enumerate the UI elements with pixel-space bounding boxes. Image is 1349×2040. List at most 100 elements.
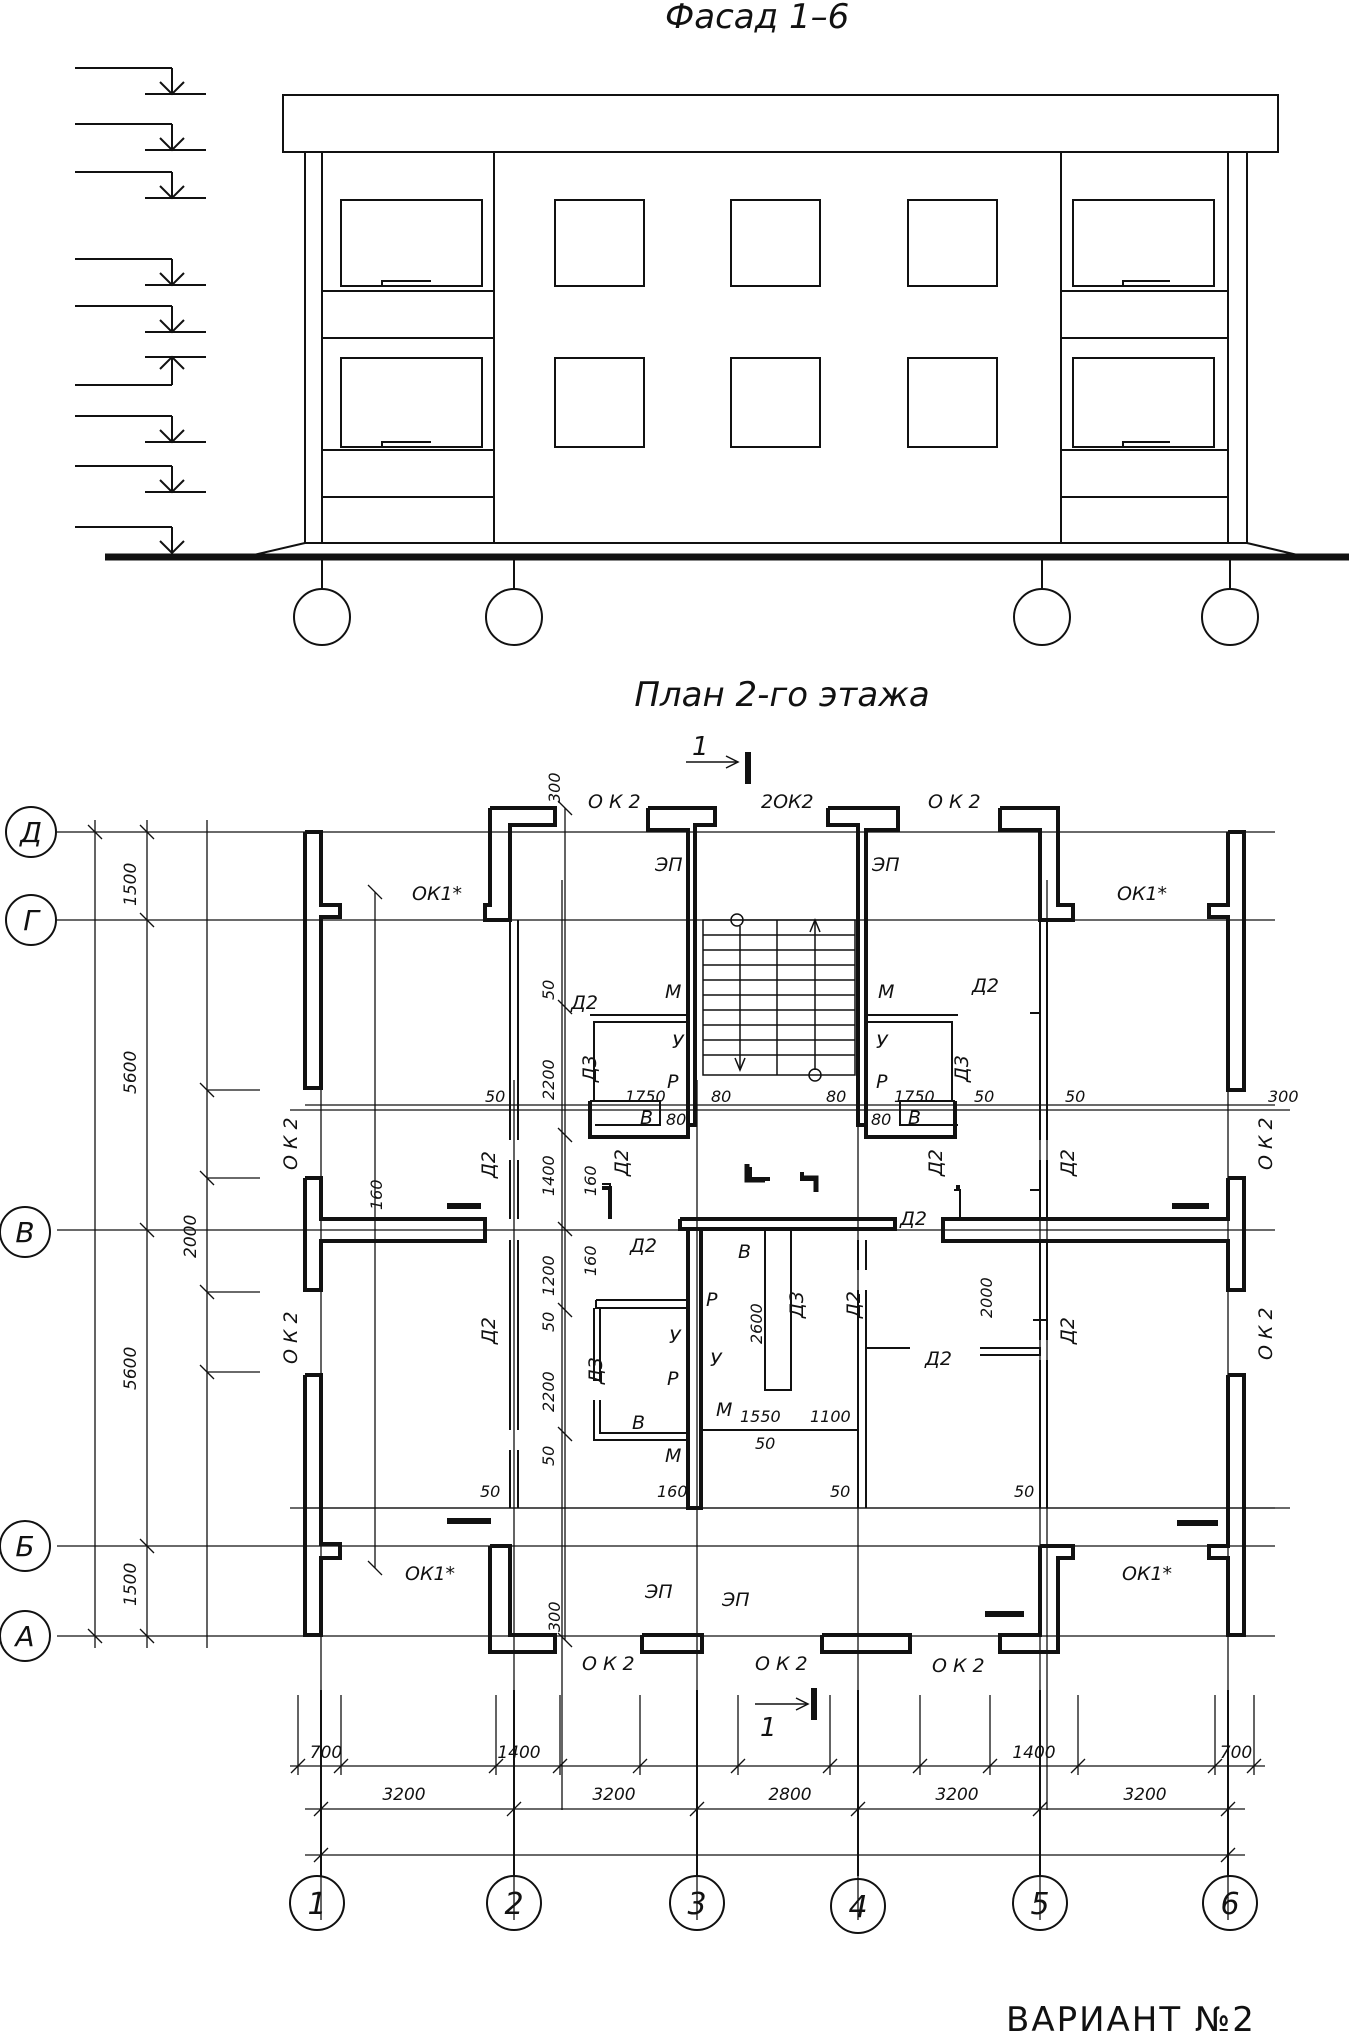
plan-walls xyxy=(303,806,1246,1654)
facade-level-marks xyxy=(75,67,206,555)
svg-text:4: 4 xyxy=(848,1890,867,1925)
svg-text:3200: 3200 xyxy=(1123,1785,1166,1805)
svg-text:1200: 1200 xyxy=(539,1255,558,1296)
svg-text:Д3: Д3 xyxy=(579,1055,601,1083)
section-cut-marks xyxy=(686,752,817,1720)
svg-text:1100: 1100 xyxy=(810,1407,851,1426)
svg-text:М: М xyxy=(665,1445,681,1467)
svg-text:М: М xyxy=(665,981,681,1003)
svg-text:Д3: Д3 xyxy=(951,1055,973,1083)
svg-text:Д3: Д3 xyxy=(786,1291,808,1319)
svg-text:Г: Г xyxy=(23,904,41,937)
svg-text:О К 2: О К 2 xyxy=(1255,1307,1277,1360)
svg-text:1400: 1400 xyxy=(539,1155,558,1196)
svg-text:В: В xyxy=(632,1412,645,1434)
facade-title: Фасад 1–6 xyxy=(665,0,849,37)
svg-text:50: 50 xyxy=(480,1482,500,1501)
svg-text:У: У xyxy=(669,1326,682,1348)
svg-text:Д2: Д2 xyxy=(925,1149,947,1177)
svg-text:М: М xyxy=(878,981,894,1003)
svg-text:2200: 2200 xyxy=(539,1371,558,1412)
svg-text:ОК1*: ОК1* xyxy=(1122,1563,1172,1585)
left-dimension-texts: 1500 5600 2000 5600 1500 xyxy=(121,863,201,1606)
plan-partitions xyxy=(509,920,1048,1508)
svg-text:В: В xyxy=(908,1107,921,1129)
svg-text:ОК1*: ОК1* xyxy=(1117,883,1167,905)
svg-text:Д3: Д3 xyxy=(585,1357,607,1385)
svg-text:50: 50 xyxy=(755,1434,775,1453)
svg-text:Р: Р xyxy=(667,1071,679,1093)
svg-text:300: 300 xyxy=(1268,1087,1299,1106)
svg-text:Д2: Д2 xyxy=(843,1291,865,1319)
svg-text:В: В xyxy=(738,1241,751,1263)
svg-text:О К 2: О К 2 xyxy=(588,791,641,813)
svg-text:50: 50 xyxy=(539,980,558,1000)
svg-text:5600: 5600 xyxy=(121,1347,141,1390)
facade-drawing: Фасад 1–6 xyxy=(75,0,1349,646)
row-axis-markers xyxy=(0,806,57,1662)
svg-text:700: 700 xyxy=(310,1743,342,1763)
axis-bubble-row-G xyxy=(5,894,57,946)
svg-text:В: В xyxy=(640,1107,653,1129)
svg-text:160: 160 xyxy=(581,1245,600,1276)
svg-text:Д2: Д2 xyxy=(611,1149,633,1177)
roof-slab xyxy=(282,94,1279,153)
svg-text:2000: 2000 xyxy=(977,1277,996,1318)
variant-label: ВАРИАНТ №2 xyxy=(1006,2000,1256,2040)
row-axis-labels: Д Г В Б А xyxy=(13,816,42,1653)
plan-labels: О К 2 2ОК2 О К 2 ОК1* ОК1* ЭП ЭП М У Р В… xyxy=(280,791,1277,1677)
svg-text:3200: 3200 xyxy=(382,1785,425,1805)
svg-text:1400: 1400 xyxy=(497,1743,540,1763)
svg-text:6: 6 xyxy=(1220,1887,1239,1922)
svg-text:1500: 1500 xyxy=(121,863,141,906)
bottom-dimension-texts: 700 1400 1400 700 3200 3200 2800 3200 32… xyxy=(310,1743,1252,1805)
svg-text:80: 80 xyxy=(711,1087,731,1106)
svg-text:А: А xyxy=(13,1620,34,1653)
svg-text:5600: 5600 xyxy=(121,1051,141,1094)
svg-text:50: 50 xyxy=(539,1446,558,1466)
svg-text:Д: Д xyxy=(18,816,42,849)
svg-text:ОК1*: ОК1* xyxy=(405,1563,455,1585)
svg-text:160: 160 xyxy=(367,1179,386,1210)
svg-text:У: У xyxy=(876,1031,889,1053)
svg-text:О К 2: О К 2 xyxy=(582,1653,635,1675)
svg-text:3200: 3200 xyxy=(592,1785,635,1805)
svg-text:М: М xyxy=(716,1399,732,1421)
svg-text:50: 50 xyxy=(1065,1087,1085,1106)
svg-text:О К 2: О К 2 xyxy=(932,1655,985,1677)
svg-text:ЭП: ЭП xyxy=(721,1589,750,1611)
stair xyxy=(702,913,856,1082)
svg-text:Р: Р xyxy=(667,1368,679,1390)
svg-text:1500: 1500 xyxy=(121,1563,141,1606)
column-axis-markers xyxy=(289,1690,1258,1934)
svg-text:2200: 2200 xyxy=(539,1059,558,1100)
svg-text:80: 80 xyxy=(666,1110,686,1129)
bottom-dimension-lines xyxy=(290,1695,1265,1863)
svg-text:50: 50 xyxy=(1014,1482,1034,1501)
svg-text:Д2: Д2 xyxy=(924,1348,952,1370)
svg-text:Р: Р xyxy=(876,1071,888,1093)
svg-text:2000: 2000 xyxy=(181,1215,201,1258)
svg-text:300: 300 xyxy=(545,772,564,803)
svg-text:160: 160 xyxy=(657,1482,688,1501)
svg-text:2600: 2600 xyxy=(747,1303,766,1344)
facade-axis-markers xyxy=(293,557,1259,646)
balcony-bars xyxy=(447,1164,1218,1617)
svg-text:80: 80 xyxy=(871,1110,891,1129)
svg-text:Б: Б xyxy=(15,1530,34,1563)
svg-text:1400: 1400 xyxy=(1012,1743,1055,1763)
svg-text:Д2: Д2 xyxy=(570,992,598,1014)
svg-text:50: 50 xyxy=(830,1482,850,1501)
svg-text:2ОК2: 2ОК2 xyxy=(761,791,814,813)
svg-text:Д2: Д2 xyxy=(478,1317,500,1345)
door-marks xyxy=(602,1012,1040,1218)
svg-text:1: 1 xyxy=(760,1713,777,1743)
axis-bubble-row-B xyxy=(0,1520,51,1572)
svg-text:50: 50 xyxy=(485,1087,505,1106)
svg-text:Д2: Д2 xyxy=(1057,1317,1079,1345)
svg-text:В: В xyxy=(15,1216,34,1249)
svg-text:3: 3 xyxy=(687,1887,706,1922)
facade-windows xyxy=(340,199,1215,448)
column-axis-labels: 1 2 3 4 5 6 xyxy=(307,1887,1239,1925)
svg-text:ОК1*: ОК1* xyxy=(412,883,462,905)
